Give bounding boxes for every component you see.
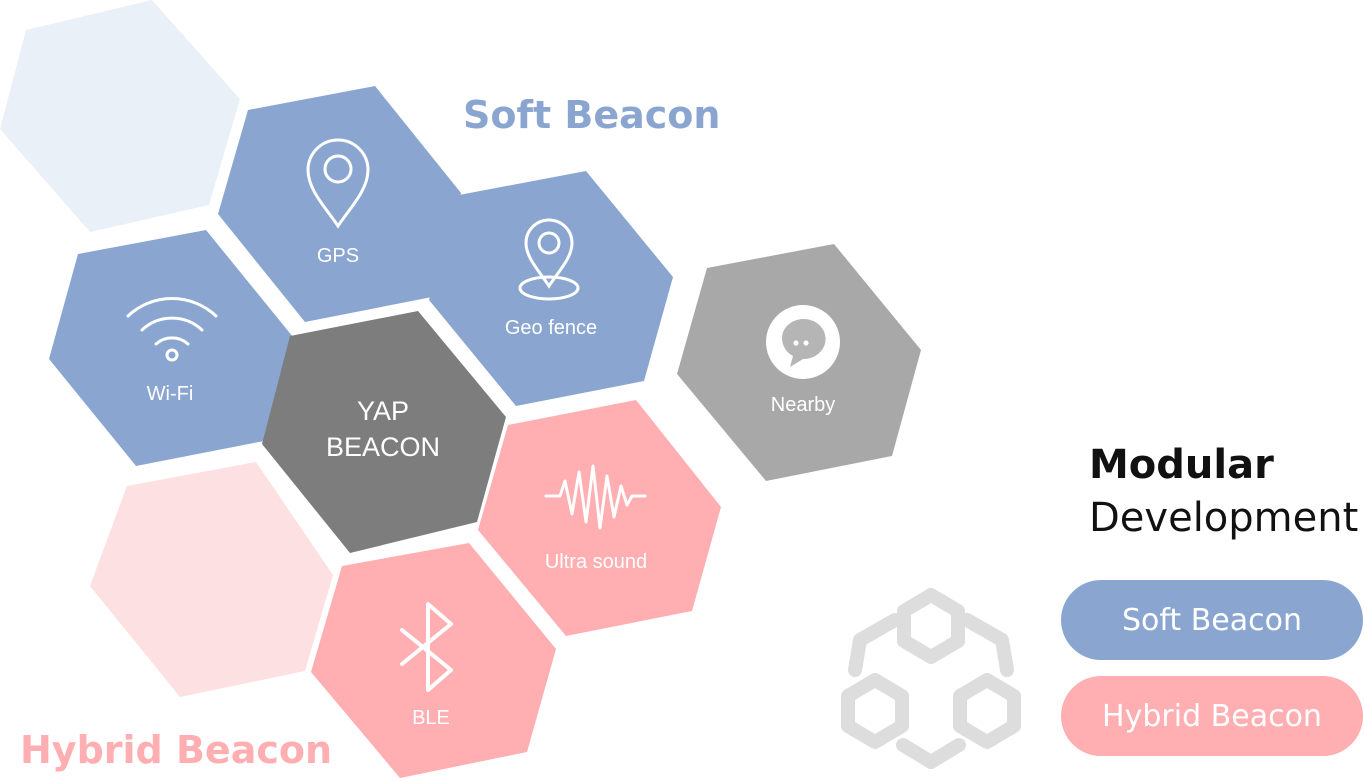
pale-hybrid-hexagon bbox=[90, 462, 333, 697]
wifi-icon bbox=[126, 297, 218, 362]
soft-beacon-heading: Soft Beacon bbox=[463, 93, 721, 137]
hybrid-beacon-button[interactable]: Hybrid Beacon bbox=[1061, 676, 1363, 756]
hybrid-beacon-heading: Hybrid Beacon bbox=[20, 728, 333, 772]
modular-title: Modular bbox=[1089, 442, 1274, 488]
pale-soft-hexagon bbox=[0, 0, 240, 232]
chat-bubble-icon bbox=[766, 305, 840, 379]
hex-nearby[interactable]: Nearby bbox=[677, 244, 921, 481]
hex-ble[interactable]: BLE bbox=[311, 543, 556, 778]
gps-label: GPS bbox=[317, 245, 359, 267]
soft-beacon-button[interactable]: Soft Beacon bbox=[1061, 580, 1363, 660]
ble-label: BLE bbox=[412, 707, 450, 729]
hex-wifi[interactable]: Wi-Fi bbox=[49, 230, 293, 466]
geofence-pin-icon bbox=[518, 218, 580, 301]
map-pin-icon bbox=[306, 138, 370, 229]
ultrasound-label: Ultra sound bbox=[545, 551, 647, 573]
core-line2: BEACON bbox=[326, 432, 440, 462]
sound-wave-icon bbox=[544, 464, 647, 530]
nearby-label: Nearby bbox=[771, 394, 835, 416]
core-line1: YAP bbox=[357, 396, 409, 426]
hex-geofence[interactable]: Geo fence bbox=[429, 171, 673, 406]
development-subtitle: Development bbox=[1089, 495, 1359, 541]
geofence-label: Geo fence bbox=[505, 317, 597, 339]
hex-yap-beacon[interactable]: YAP BEACON bbox=[262, 311, 506, 553]
bluetooth-icon bbox=[400, 602, 453, 692]
wifi-label: Wi-Fi bbox=[147, 383, 194, 405]
hex-gps[interactable]: GPS bbox=[218, 86, 461, 322]
hex-ultrasound[interactable]: Ultra sound bbox=[478, 400, 721, 636]
modules-cubes-icon bbox=[841, 588, 1021, 769]
